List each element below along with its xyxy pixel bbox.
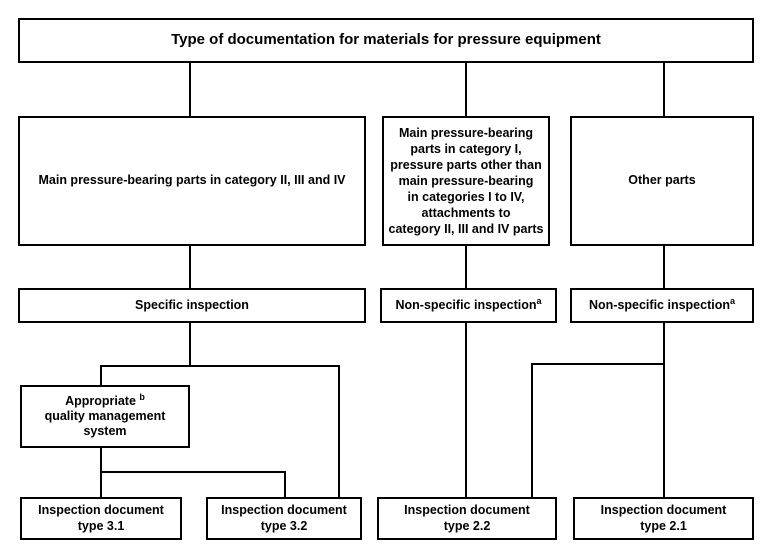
node-inspection-document-type-2-1[interactable]: Inspection document type 2.1 bbox=[573, 497, 754, 540]
connector-specific-to-qms bbox=[100, 365, 102, 385]
connector-qms-to-doc32 bbox=[284, 471, 286, 497]
node-inspection-document-type-3-1[interactable]: Inspection document type 3.1 bbox=[20, 497, 182, 540]
node-specific-inspection-label: Specific inspection bbox=[135, 297, 249, 312]
connector-specific-inspection-drop bbox=[189, 323, 191, 367]
node-nonspecific-inspection-right-label: Non-specific inspection bbox=[588, 297, 730, 312]
connector-qms-drop bbox=[100, 448, 102, 473]
node-specific-inspection[interactable]: Specific inspection bbox=[18, 288, 366, 323]
node-inspection-document-type-3-2[interactable]: Inspection document type 3.2 bbox=[206, 497, 362, 540]
connector-specific-to-doc32-long bbox=[338, 365, 340, 497]
connector-middle-parts-to-nonspecific-inspection bbox=[465, 245, 467, 288]
node-nonspecific-inspection-middle[interactable]: Non-specific inspectiona bbox=[380, 288, 557, 323]
node-qms-line3: system bbox=[83, 424, 127, 439]
node-nonspecific-inspection-right[interactable]: Non-specific inspectiona bbox=[570, 288, 754, 323]
connector-other-parts-to-nonspecific-inspection bbox=[663, 245, 665, 288]
node-nonspecific-inspection-middle-label: Non-specific inspection bbox=[395, 297, 537, 312]
connector-root-to-left bbox=[189, 62, 191, 116]
connector-nonspecific-middle-to-doc22 bbox=[465, 323, 467, 497]
node-inspection-document-type-2-2[interactable]: Inspection document type 2.2 bbox=[377, 497, 557, 540]
node-inspection-document-type-2-2-label: Inspection document type 2.2 bbox=[404, 503, 530, 533]
node-root-documentation-type[interactable]: Type of documentation for materials for … bbox=[18, 18, 754, 63]
node-inspection-document-type-3-2-label: Inspection document type 3.2 bbox=[221, 503, 347, 533]
connector-nonspecific-right-to-doc22 bbox=[531, 363, 533, 497]
connector-nonspecific-right-split-bar bbox=[531, 363, 665, 365]
node-main-pressure-bearing-parts-cat-2-3-4-label: Main pressure-bearing parts in category … bbox=[38, 173, 346, 188]
node-main-pressure-bearing-parts-cat-1-and-others-label: Main pressure-bearing parts in category … bbox=[388, 126, 544, 236]
connector-qms-to-doc31 bbox=[100, 471, 102, 497]
connector-root-to-middle bbox=[465, 62, 467, 116]
node-other-parts-label: Other parts bbox=[628, 173, 696, 188]
connector-qms-split-bar bbox=[100, 471, 286, 473]
footnote-marker-a-middle: a bbox=[536, 295, 542, 306]
node-nonspecific-inspection-right-text: Non-specific inspectiona bbox=[572, 295, 752, 313]
footnote-marker-a-right: a bbox=[729, 295, 735, 306]
node-main-pressure-bearing-parts-cat-2-3-4[interactable]: Main pressure-bearing parts in category … bbox=[18, 116, 366, 246]
connector-specific-inspection-split-bar bbox=[100, 365, 340, 367]
node-root-label: Type of documentation for materials for … bbox=[171, 31, 601, 49]
footnote-marker-b: b bbox=[139, 391, 145, 402]
connector-nonspecific-right-drop bbox=[663, 323, 665, 365]
node-inspection-document-type-3-1-label: Inspection document type 3.1 bbox=[38, 503, 164, 533]
node-qms-line1: Appropriate bbox=[65, 393, 136, 408]
node-nonspecific-inspection-middle-text: Non-specific inspectiona bbox=[382, 295, 555, 313]
node-inspection-document-type-2-1-label: Inspection document type 2.1 bbox=[600, 503, 727, 533]
connector-nonspecific-right-to-doc21 bbox=[663, 363, 665, 497]
node-other-parts[interactable]: Other parts bbox=[570, 116, 754, 246]
connector-root-to-right bbox=[663, 62, 665, 116]
node-main-pressure-bearing-parts-cat-1-and-others[interactable]: Main pressure-bearing parts in category … bbox=[382, 116, 550, 246]
node-qms-line2: quality management bbox=[44, 408, 166, 423]
connector-left-parts-to-specific-inspection bbox=[189, 245, 191, 288]
